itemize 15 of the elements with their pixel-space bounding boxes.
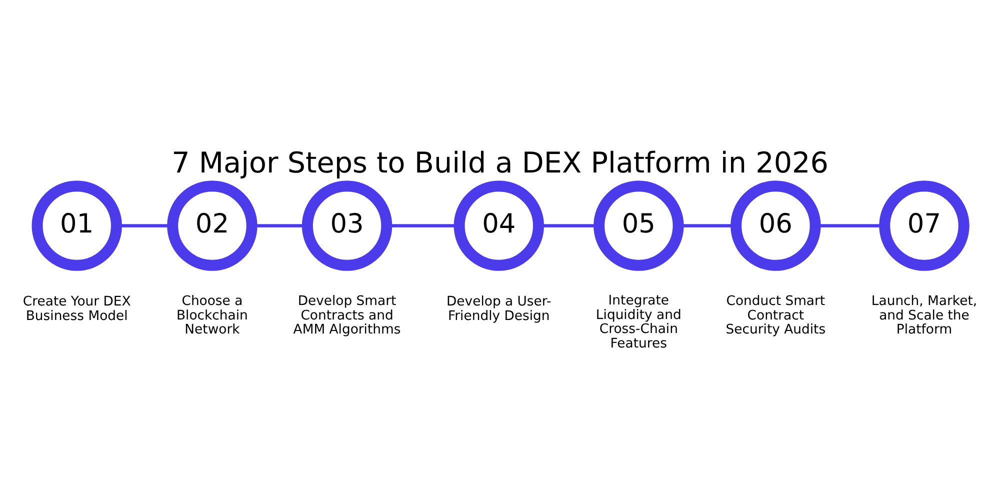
node-circle: 02 [167, 180, 258, 270]
node-label: Conduct Smart Contract Security Audits [726, 294, 826, 338]
node-label: Develop Smart Contracts and AMM Algorithms [293, 294, 401, 338]
node-label: Launch, Market, and Scale the Platform [871, 294, 978, 338]
node-circle: 07 [879, 180, 970, 270]
node-label: Choose a Blockchain Network [176, 294, 248, 338]
node-circle: 03 [302, 180, 392, 270]
node-circle: 01 [32, 180, 122, 270]
node-circle: 04 [454, 180, 544, 270]
node-label: Create Your DEX Business Model [22, 294, 131, 324]
node-label: Develop a User-Friendly Design [446, 294, 552, 324]
diagram-title: 7 Major Steps to Build a DEX Platform in 2026 [172, 145, 828, 180]
node-circle: 05 [594, 180, 684, 270]
node-circle: 06 [730, 180, 821, 270]
node-label: Integrate Liquidity and Cross-Chain Features [596, 293, 682, 351]
